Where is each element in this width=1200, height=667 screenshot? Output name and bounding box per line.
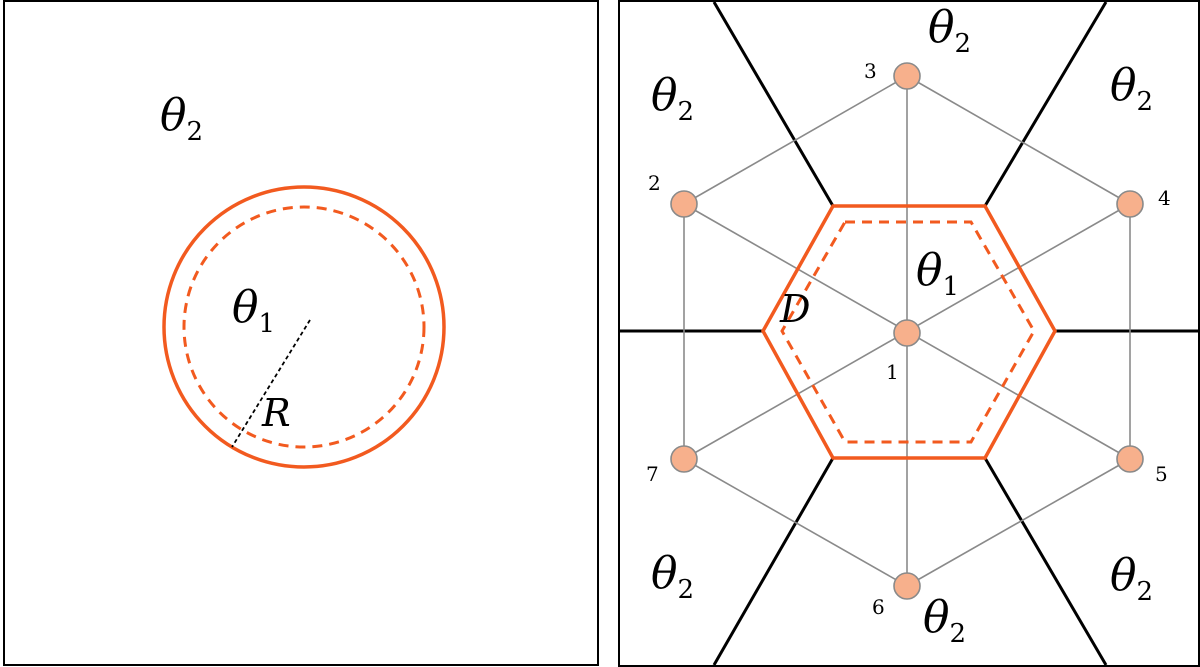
node-label-1: 1 xyxy=(886,360,899,384)
node-1 xyxy=(893,319,921,347)
outer-phase-label: θ2 xyxy=(160,90,203,147)
connector-5-6 xyxy=(906,458,1131,587)
node-6 xyxy=(893,572,921,600)
boundary-hexagon xyxy=(760,204,1058,460)
node-label-6: 6 xyxy=(872,595,885,619)
divider-bottom-left xyxy=(712,457,835,666)
outer-phase-label-top-left: θ2 xyxy=(651,70,694,127)
nodes xyxy=(670,62,1144,600)
left-panel: θ2 θ1 R xyxy=(3,0,599,666)
node-7 xyxy=(670,445,698,473)
node-label-2: 2 xyxy=(648,171,661,195)
divider-top-right xyxy=(983,1,1108,207)
node-4 xyxy=(1116,190,1144,218)
node-5 xyxy=(1116,445,1144,473)
radius-line xyxy=(231,319,311,448)
boundary-circle-dashed xyxy=(182,205,426,449)
connector-3-2 xyxy=(683,75,908,205)
node-label-5: 5 xyxy=(1155,462,1168,486)
right-frame xyxy=(618,0,1200,667)
node-3 xyxy=(893,62,921,90)
boundary-hexagon-dashed xyxy=(780,220,1036,444)
left-frame xyxy=(3,0,599,666)
node-label-4: 4 xyxy=(1158,186,1171,210)
distance-label: D xyxy=(779,287,810,331)
node-2 xyxy=(670,190,698,218)
outer-phase-label-bottom-right: θ2 xyxy=(1110,550,1153,607)
outer-phase-label-bottom-mid: θ2 xyxy=(923,592,966,649)
node-label-3: 3 xyxy=(864,59,877,83)
inner-phase-label: θ1 xyxy=(916,245,959,302)
outer-phase-label-bottom-left: θ2 xyxy=(651,548,694,605)
boundary-circle xyxy=(162,185,446,469)
connector-3-4 xyxy=(906,75,1131,205)
radius-label: R xyxy=(261,391,291,435)
divider-bottom-right xyxy=(983,457,1108,666)
connector-7-6 xyxy=(683,458,908,587)
right-panel: 1 2 3 4 5 6 7 θ2 θ2 θ2 θ2 θ2 θ2 θ1 D xyxy=(618,0,1200,667)
outer-phase-label-top-mid: θ2 xyxy=(928,2,971,59)
node-label-7: 7 xyxy=(646,462,659,486)
inner-phase-label: θ1 xyxy=(232,282,275,339)
divider-top-left xyxy=(712,1,835,207)
outer-phase-label-top-right: θ2 xyxy=(1110,60,1153,117)
